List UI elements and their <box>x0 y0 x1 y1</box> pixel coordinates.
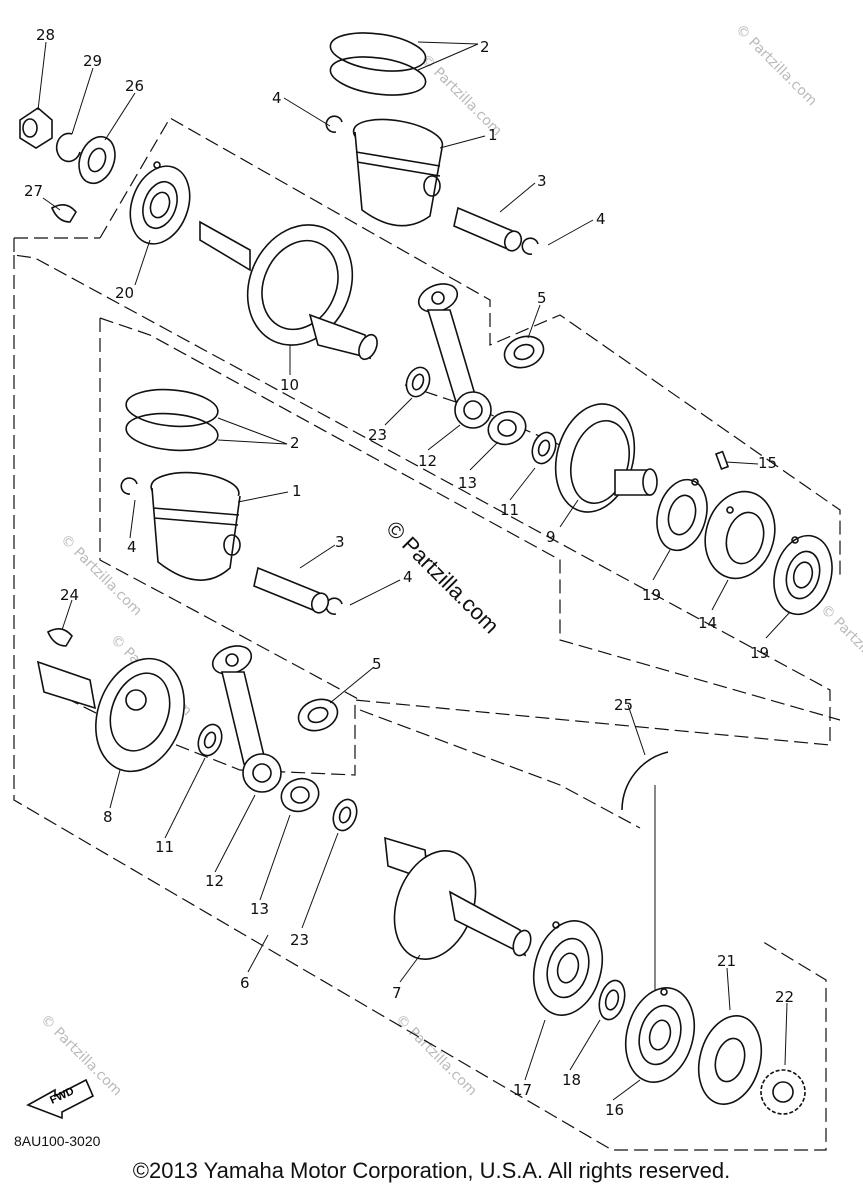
callout-label: 21 <box>717 952 736 970</box>
callout-label: 28 <box>36 26 55 44</box>
crankshaft-half-part <box>199 220 378 361</box>
bearing-part <box>656 478 708 552</box>
upper-assembly-outline <box>99 117 841 580</box>
piston-rings-part <box>125 388 219 452</box>
callout-label: 11 <box>155 838 174 856</box>
callout-label: 15 <box>758 454 777 472</box>
callout-label: 16 <box>605 1101 624 1119</box>
callout-label: 9 <box>546 528 556 546</box>
thrust-washer-part <box>197 723 223 757</box>
needle-bearing-part <box>503 335 545 369</box>
callout-label: 24 <box>60 586 79 604</box>
thrust-washer-part <box>598 979 626 1021</box>
callout-label: 8 <box>103 808 113 826</box>
callout-label: 1 <box>488 126 498 144</box>
callout-label: 22 <box>775 988 794 1006</box>
inner-assembly-outline <box>99 317 841 721</box>
callout-label: 23 <box>290 931 309 949</box>
needle-bearing-part <box>280 777 320 813</box>
assembly-outlines <box>13 117 841 1151</box>
outer-assembly-outline <box>13 255 827 1151</box>
inner-assembly-outline <box>99 318 361 701</box>
circlip-part <box>621 751 669 811</box>
crankshaft-right-part <box>384 836 532 961</box>
piston-pin-part <box>453 206 523 252</box>
bearing-part <box>129 161 191 245</box>
sprocket-part <box>760 1069 806 1115</box>
corner-watermark: © Partzilla.com <box>817 602 863 690</box>
callout-label: 12 <box>205 872 224 890</box>
callout-label: 19 <box>642 586 661 604</box>
callout-label: 4 <box>127 538 137 556</box>
connecting-rod-part <box>417 283 492 429</box>
needle-bearing-part <box>487 410 527 446</box>
callout-label: 2 <box>290 434 300 452</box>
outer-assembly-outline <box>359 709 641 829</box>
callout-label: 25 <box>614 696 633 714</box>
callout-label: 19 <box>750 644 769 662</box>
callout-label: 11 <box>500 501 519 519</box>
bearing-part <box>624 987 696 1083</box>
lock-washer-part <box>55 132 81 163</box>
callout-label: 3 <box>537 172 547 190</box>
center-watermark: © Partzilla.com <box>381 516 504 639</box>
callout-label: 27 <box>24 182 43 200</box>
labyrinth-seal-part <box>704 490 776 580</box>
callout-label: 29 <box>83 52 102 70</box>
piston-part <box>352 118 444 227</box>
callout-label: 7 <box>392 984 402 1002</box>
crank-web-part <box>554 403 658 513</box>
circlip-part <box>325 115 539 255</box>
callout-label: 13 <box>458 474 477 492</box>
piston-part <box>150 471 241 581</box>
bearing-part <box>532 920 604 1016</box>
callout-label: 12 <box>418 452 437 470</box>
callout-label: 2 <box>480 38 490 56</box>
needle-bearing-part <box>297 698 339 732</box>
copyright-footer: ©2013 Yamaha Motor Corporation, U.S.A. A… <box>132 1158 731 1183</box>
bearing-part <box>773 534 833 616</box>
callout-label: 10 <box>280 376 299 394</box>
thrust-washer-part <box>405 366 431 398</box>
fwd-arrow-icon: FWD <box>26 1078 95 1120</box>
callout-labels: 28 29 26 27 20 10 2 4 1 3 4 5 23 12 13 1… <box>24 26 794 1119</box>
thrust-washer-part <box>332 798 358 832</box>
callout-label: 14 <box>698 614 717 632</box>
oil-seal-part <box>697 1015 763 1105</box>
callout-label: 23 <box>368 426 387 444</box>
piston-pin-part <box>253 566 330 614</box>
corner-watermark: © Partzilla.com <box>732 22 820 110</box>
woodruff-key-part <box>46 628 73 647</box>
inner-assembly-outline <box>404 384 561 446</box>
callout-label: 17 <box>513 1081 532 1099</box>
oil-seal-part <box>78 135 116 185</box>
callout-label: 5 <box>537 289 547 307</box>
callout-label: 4 <box>403 568 413 586</box>
nut-part <box>19 106 53 149</box>
callout-label: 20 <box>115 284 134 302</box>
leader-lines <box>37 41 791 1101</box>
callout-label: 4 <box>272 89 282 107</box>
callout-label: 18 <box>562 1071 581 1089</box>
callout-label: 26 <box>125 77 144 95</box>
connecting-rod-part <box>211 645 282 793</box>
dowel-pin-part <box>714 450 730 471</box>
piston-rings-part <box>329 32 427 96</box>
callout-label: 1 <box>292 482 302 500</box>
callout-label: 6 <box>240 974 250 992</box>
diagram-code: 8AU100-3020 <box>14 1133 101 1149</box>
corner-watermark: © Partzilla.com <box>392 1012 480 1100</box>
callout-label: 3 <box>335 533 345 551</box>
callout-label: 4 <box>596 210 606 228</box>
thrust-washer-part <box>531 431 557 465</box>
callout-label: 13 <box>250 900 269 918</box>
crank-half-left-part <box>36 657 185 773</box>
callout-label: 5 <box>372 655 382 673</box>
